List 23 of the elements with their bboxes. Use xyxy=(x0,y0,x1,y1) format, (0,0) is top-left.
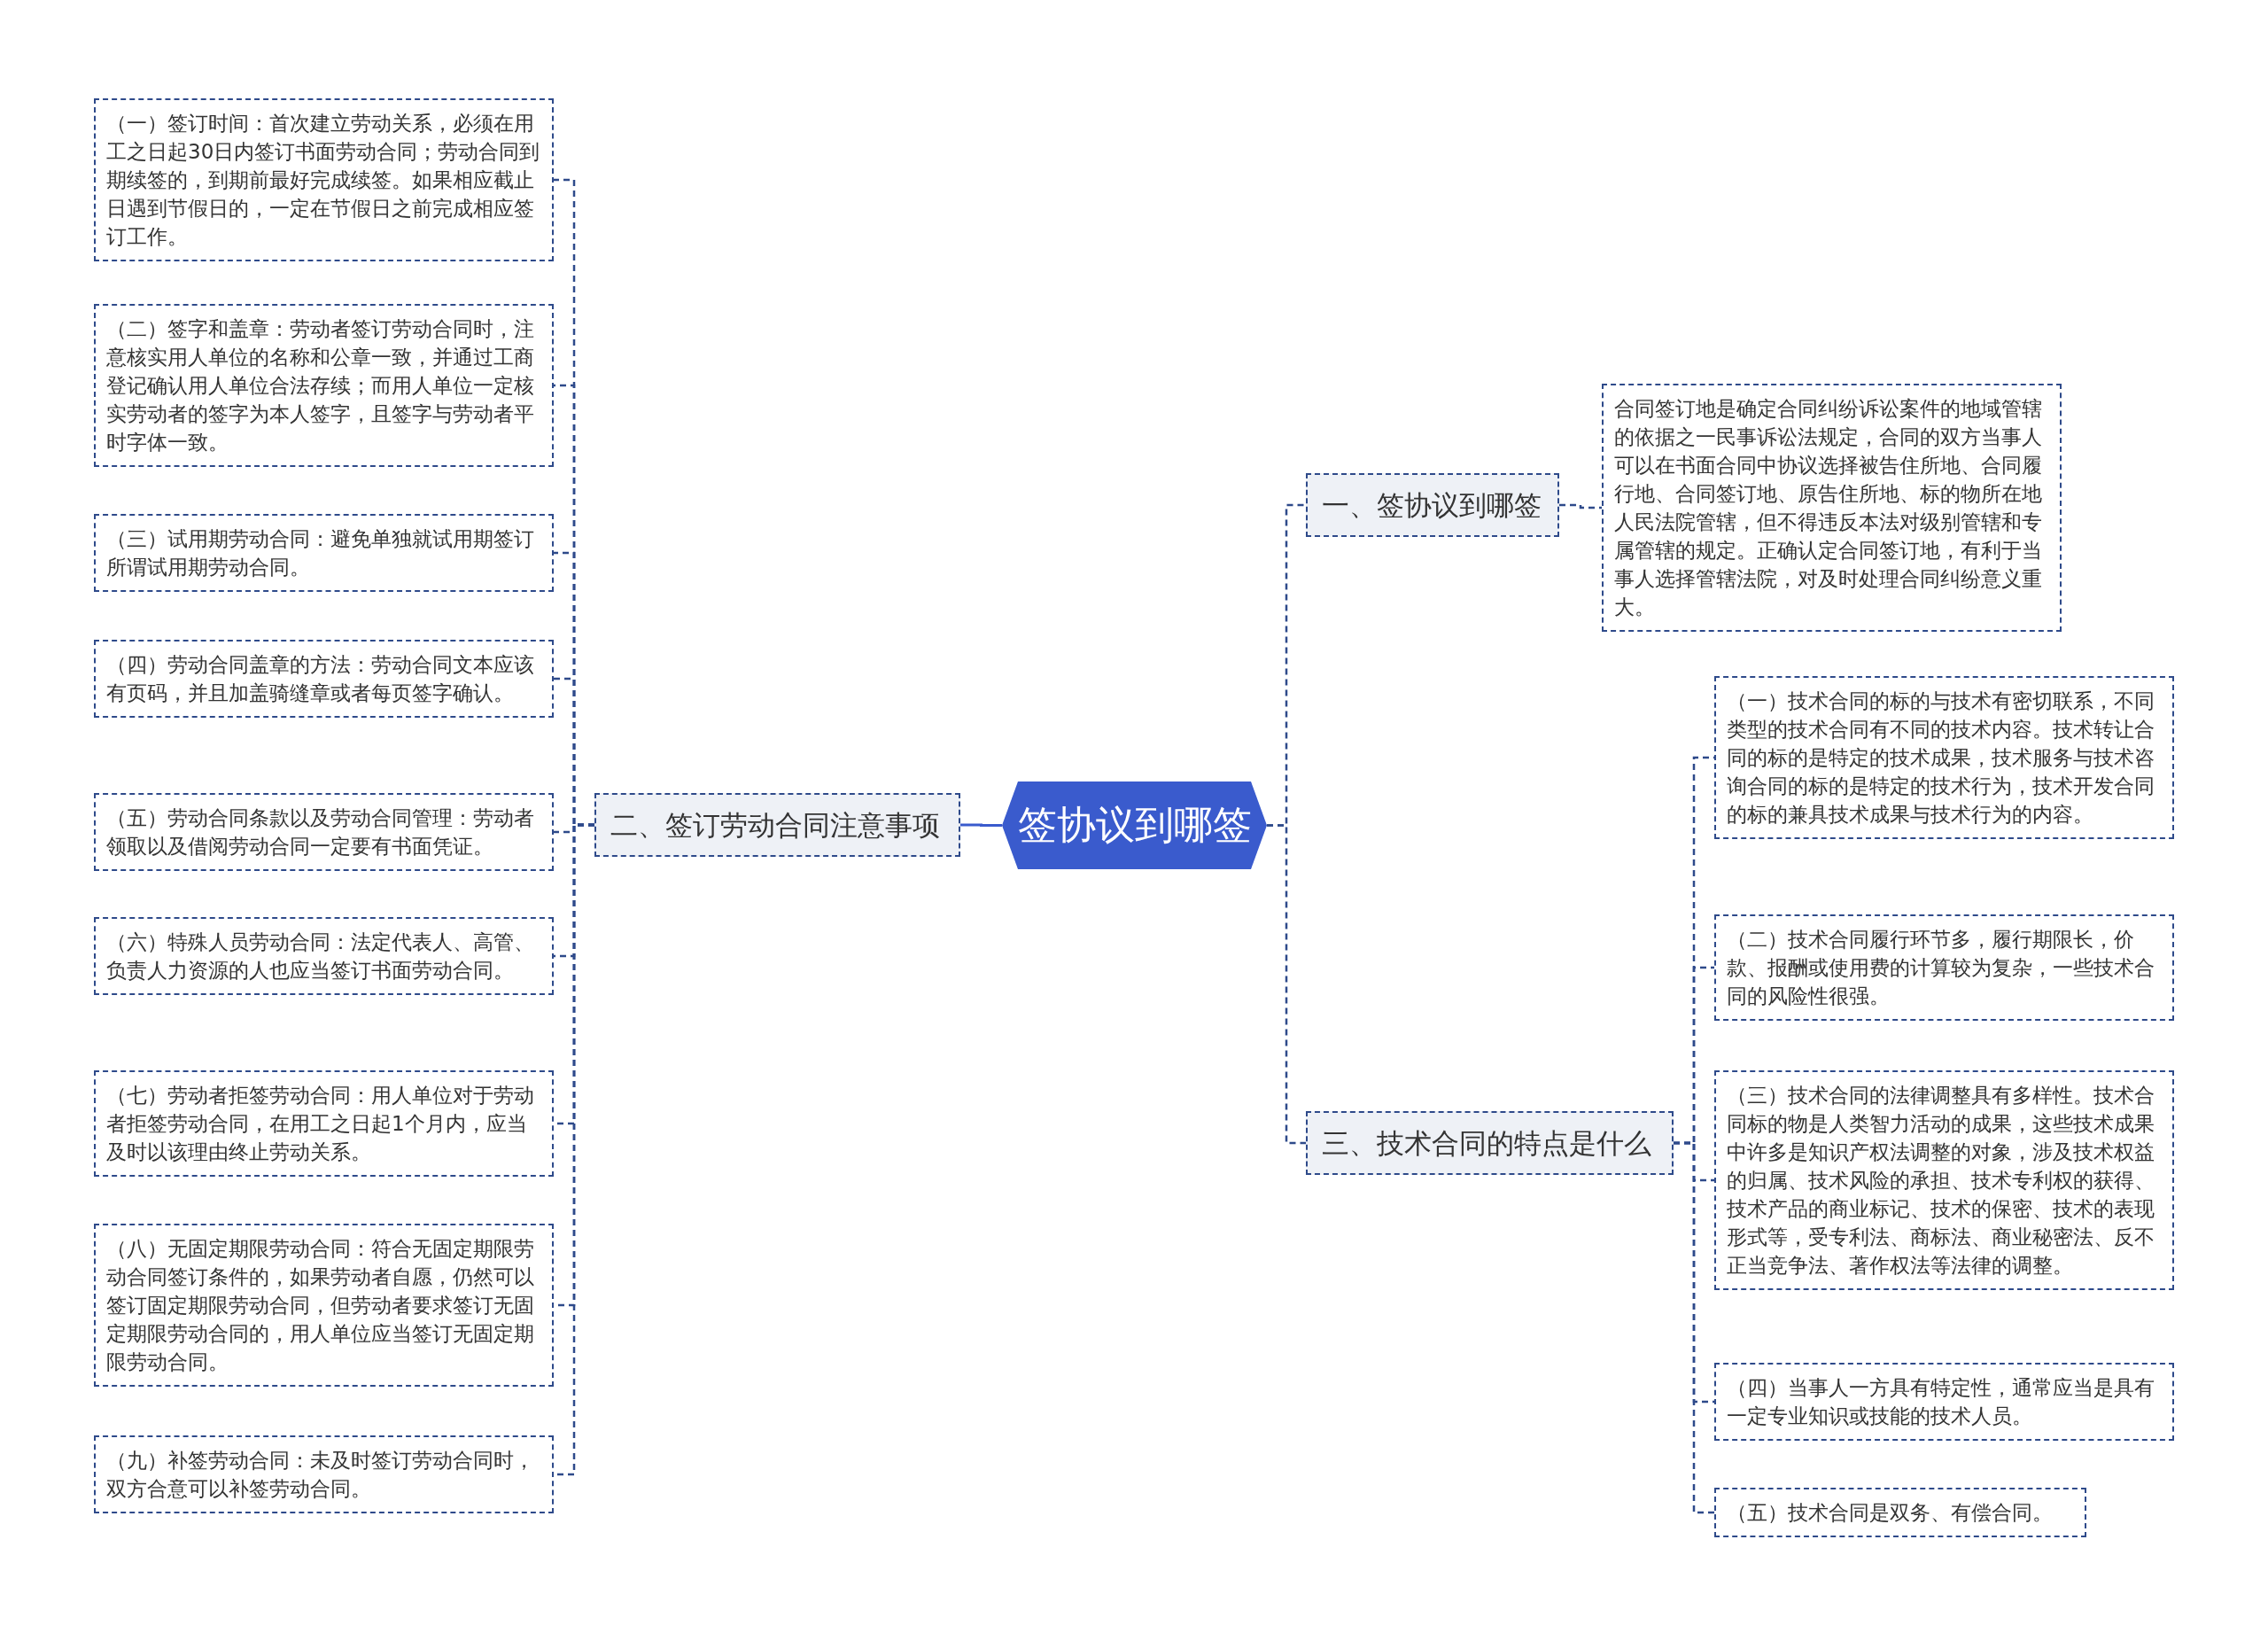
note-box: （一）技术合同的标的与技术有密切联系，不同类型的技术合同有不同的技术内容。技术转让合同的标的是特定的技术成果，技术服务与技术咨询合同的标的是特定的技术行为，技术开发合同的标的兼具技术成果与技术行为的内容。 xyxy=(1714,676,2174,839)
topic-box: 三、技术合同的特点是什么 xyxy=(1306,1111,1674,1175)
topic-box: 二、签订劳动合同注意事项 xyxy=(594,793,960,857)
note-box: （四）劳动合同盖章的方法：劳动合同文本应该有页码，并且加盖骑缝章或者每页签字确认。 xyxy=(94,640,554,718)
note-box: （五）技术合同是双务、有偿合同。 xyxy=(1714,1488,2086,1537)
note-box: （二）签字和盖章：劳动者签订劳动合同时，注意核实用人单位的名称和公章一致，并通过工商登记确认用人单位合法存续；而用人单位一定核实劳动者的签字为本人签字，且签字与劳动者平时字体一致。 xyxy=(94,304,554,467)
note-box: （八）无固定期限劳动合同：符合无固定期限劳动合同签订条件的，如果劳动者自愿，仍然可以签订固定期限劳动合同，但劳动者要求签订无固定期限劳动合同的，用人单位应当签订无固定期限劳动合同。 xyxy=(94,1224,554,1387)
connector-line xyxy=(960,823,1002,827)
note-box: （七）劳动者拒签劳动合同：用人单位对于劳动者拒签劳动合同，在用工之日起1个月内，应当及时以该理由终止劳动关系。 xyxy=(94,1070,554,1177)
topic-box: 一、签协议到哪签 xyxy=(1306,473,1559,537)
note-box: （三）技术合同的法律调整具有多样性。技术合同标的物是人类智力活动的成果，这些技术成果中许多是知识产权法调整的对象，涉及技术权益的归属、技术风险的承担、技术专利权的获得、技术产品的商业标记、技术的保密、技术的表现形式等，受专利法、商标法、商业秘密法、反不正当竞争法、著作权法等法律的调整。 xyxy=(1714,1070,2174,1290)
note-box: 合同签订地是确定合同纠纷诉讼案件的地域管辖的依据之一民事诉讼法规定，合同的双方当事人可以在书面合同中协议选择被告住所地、合同履行地、合同签订地、原告住所地、标的物所在地人民法院管辖，但不得违反本法对级别管辖和专属管辖的规定。正确认定合同签订地，有利于当事人选择管辖法院，对及时处理合同纠纷意义重大。 xyxy=(1602,384,2062,632)
note-box: （六）特殊人员劳动合同：法定代表人、高管、负责人力资源的人也应当签订书面劳动合同。 xyxy=(94,917,554,995)
note-box: （四）当事人一方具有特定性，通常应当是具有一定专业知识或技能的技术人员。 xyxy=(1714,1363,2174,1441)
note-box: （二）技术合同履行环节多，履行期限长，价款、报酬或使用费的计算较为复杂，一些技术合同的风险性很强。 xyxy=(1714,914,2174,1021)
note-box: （三）试用期劳动合同：避免单独就试用期签订所谓试用期劳动合同。 xyxy=(94,514,554,592)
note-box: （九）补签劳动合同：未及时签订劳动合同时，双方合意可以补签劳动合同。 xyxy=(94,1435,554,1513)
note-box: （五）劳动合同条款以及劳动合同管理：劳动者领取以及借阅劳动合同一定要有书面凭证。 xyxy=(94,793,554,871)
note-box: （一）签订时间：首次建立劳动关系，必须在用工之日起30日内签订书面劳动合同；劳动合同到期续签的，到期前最好完成续签。如果相应截止日遇到节假日的，一定在节假日之前完成相应签订工作。 xyxy=(94,98,554,261)
connector-line xyxy=(1559,503,1602,509)
connector-line xyxy=(1674,1141,1714,1514)
central-topic-hexagon: 签协议到哪签 xyxy=(1002,782,1267,869)
connector-line xyxy=(1267,824,1306,1145)
